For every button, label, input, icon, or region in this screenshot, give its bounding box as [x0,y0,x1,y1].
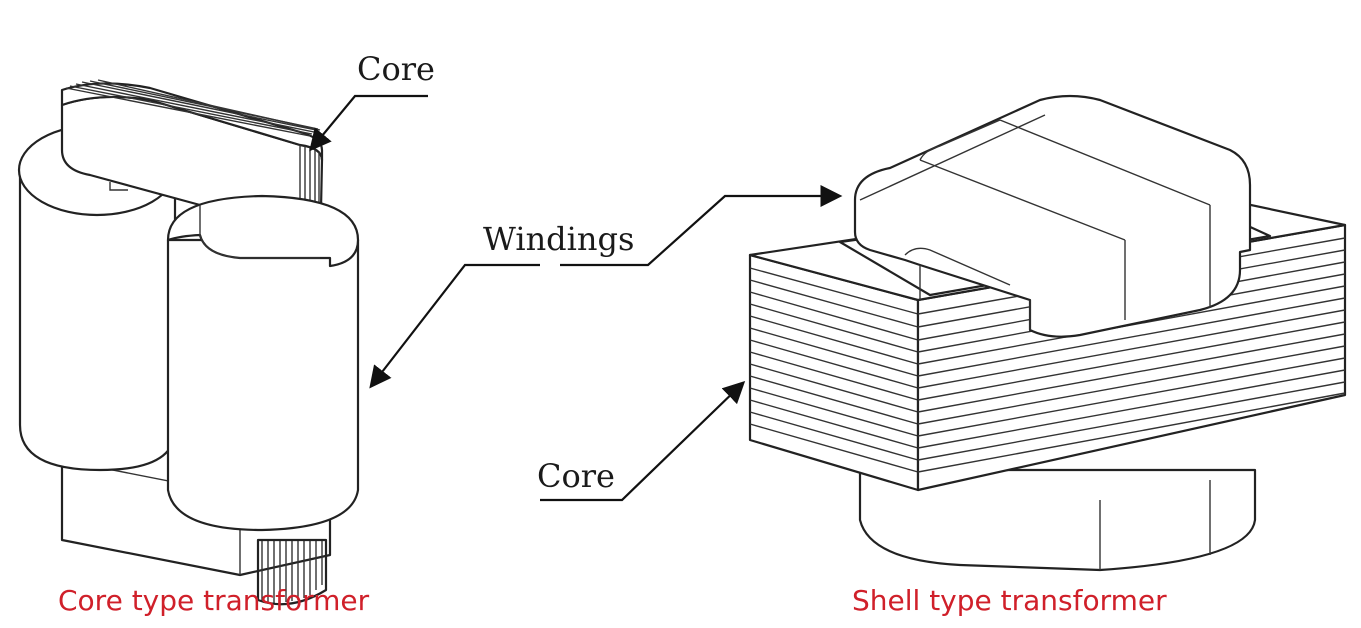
label-core-bottom: Core [537,457,615,495]
leader-lines [309,94,843,502]
shell-type-top-winding [853,94,1252,338]
shell-type-left-laminations [749,267,919,473]
leader-core-top [309,94,428,152]
leader-windings-left [369,263,540,389]
core-type-winding-right [166,194,360,532]
label-windings: Windings [483,220,634,258]
caption-shell-type: Shell type transformer [852,584,1167,617]
caption-core-type: Core type transformer [58,584,370,617]
leader-core-bottom [540,380,746,502]
label-core-top: Core [357,50,435,88]
leader-windings-right [560,185,843,267]
core-type-transformer [17,79,360,606]
shell-type-bottom-winding [858,468,1257,572]
shell-type-transformer [748,94,1347,572]
core-type-bottom-laminations [261,540,323,603]
